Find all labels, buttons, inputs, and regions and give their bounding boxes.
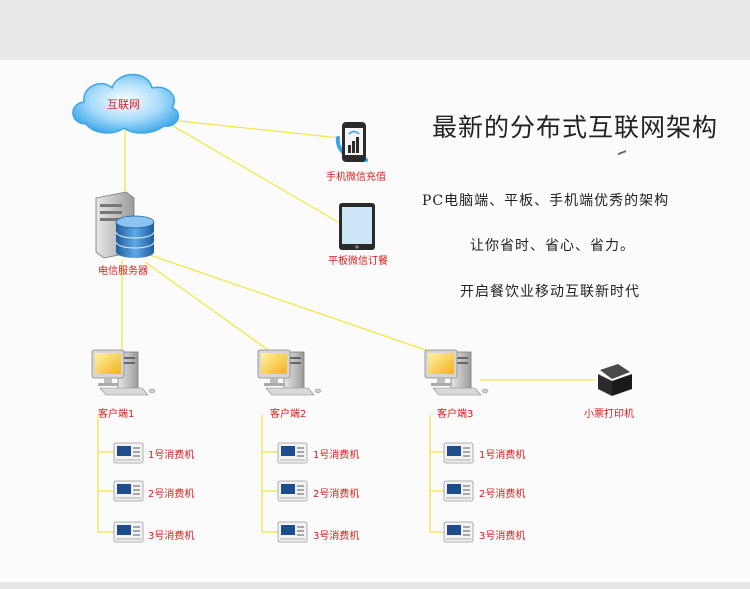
cloud-icon <box>72 73 180 134</box>
terminal-label: 2号消费机 <box>148 489 195 500</box>
terminal-icon <box>113 480 144 502</box>
terminal-label: 1号消费机 <box>148 450 195 461</box>
client-pc-icon <box>91 349 156 396</box>
server-icon <box>95 191 155 259</box>
tablet-icon <box>339 203 375 250</box>
client-label: 客户端2 <box>270 409 307 420</box>
terminal-icon <box>443 480 474 502</box>
client-label: 客户端1 <box>98 409 135 420</box>
top-band <box>0 0 750 60</box>
server-label: 电信服务器 <box>98 266 148 277</box>
printer-label: 小票打印机 <box>584 409 634 420</box>
terminal-icon <box>277 521 308 543</box>
connection-lines <box>97 119 595 533</box>
printer-icon <box>598 150 632 396</box>
phone-icon <box>335 122 368 163</box>
terminal-icon <box>443 521 474 543</box>
description-line: 开启餐饮业移动互联新时代 <box>460 284 640 300</box>
terminal-icon <box>113 442 144 464</box>
terminal-label: 3号消费机 <box>313 531 360 542</box>
tablet-label: 平板微信订餐 <box>328 256 388 267</box>
terminal-icon <box>443 442 474 464</box>
cloud-label: 互联网 <box>107 98 140 111</box>
client-pc-icon <box>424 349 489 396</box>
client-label: 客户端3 <box>437 409 474 420</box>
terminal-icon <box>113 521 144 543</box>
bottom-band <box>0 582 750 589</box>
diagram-title: 最新的分布式互联网架构 <box>432 113 719 142</box>
terminal-icon <box>277 442 308 464</box>
terminal-label: 1号消费机 <box>479 450 526 461</box>
terminal-label: 1号消费机 <box>313 450 360 461</box>
description-line: PC电脑端、平板、手机端优秀的架构 <box>422 193 670 209</box>
terminal-label: 3号消费机 <box>479 531 526 542</box>
terminal-label: 3号消费机 <box>148 531 195 542</box>
terminal-label: 2号消费机 <box>479 489 526 500</box>
phone-label: 手机微信充值 <box>326 172 386 183</box>
client-pc-icon <box>257 349 322 396</box>
description-line: 让你省时、省心、省力。 <box>470 238 635 254</box>
terminal-icon <box>277 480 308 502</box>
terminal-label: 2号消费机 <box>313 489 360 500</box>
